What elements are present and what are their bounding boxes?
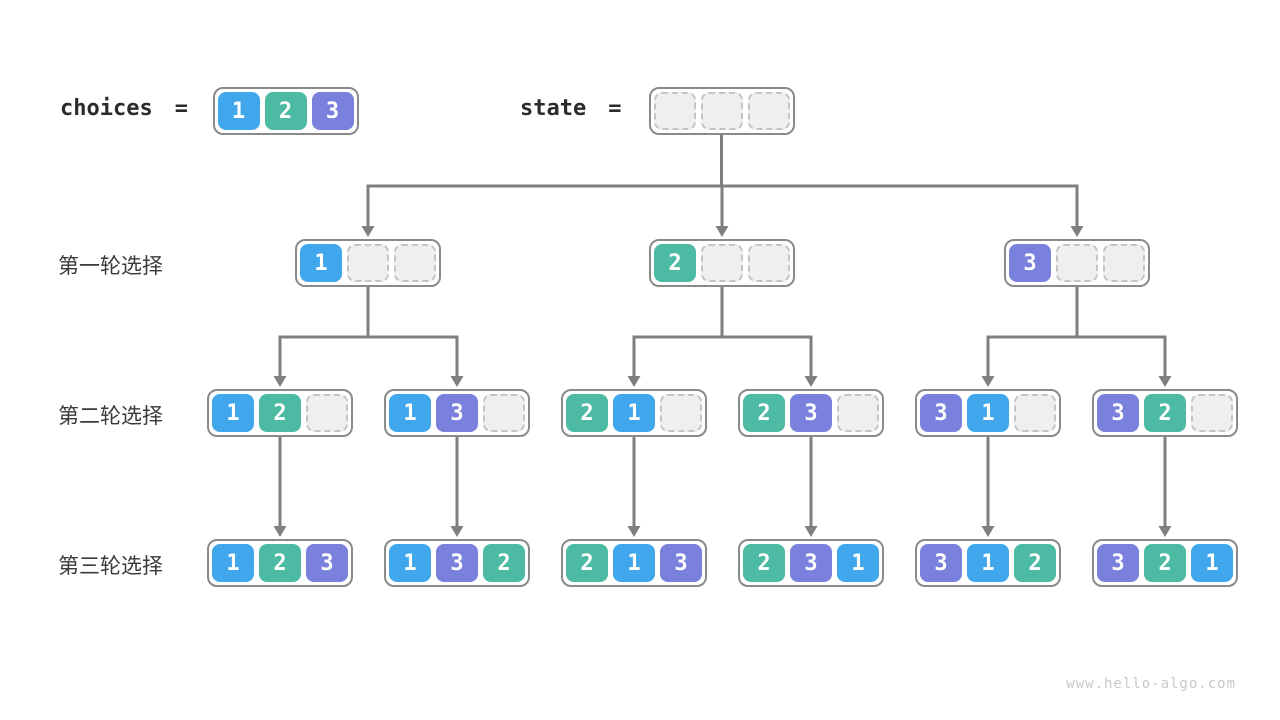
array-cell-3: 3 xyxy=(1097,544,1139,582)
array-cell-empty xyxy=(701,244,743,282)
arrowhead-icon xyxy=(981,376,995,387)
array-cell-1: 1 xyxy=(389,544,431,582)
site-watermark: www.hello-algo.com xyxy=(1066,676,1236,692)
round-1-label: 第一轮选择 xyxy=(58,255,163,278)
array-cell-2: 2 xyxy=(264,92,307,130)
choices-expression: choices = xyxy=(60,96,188,121)
array-cell-3: 3 xyxy=(1097,394,1139,432)
array-cell-empty xyxy=(748,244,790,282)
array-cell-2: 2 xyxy=(259,544,301,582)
array-cell-empty xyxy=(837,394,879,432)
array-cell-empty xyxy=(1056,244,1098,282)
arrowhead-icon xyxy=(450,526,464,537)
array-cell-2: 2 xyxy=(259,394,301,432)
array-cell-1: 1 xyxy=(613,394,655,432)
array-cell-empty xyxy=(660,394,702,432)
array-cell-empty xyxy=(1103,244,1145,282)
array-cell-1: 1 xyxy=(389,394,431,432)
arrowhead-icon xyxy=(273,526,287,537)
array-cell-3: 3 xyxy=(920,394,962,432)
array-cell-2: 2 xyxy=(743,544,785,582)
array-cell-1: 1 xyxy=(967,544,1009,582)
arrowhead-icon xyxy=(1158,376,1172,387)
array-cell-1: 1 xyxy=(212,544,254,582)
array-cell-2: 2 xyxy=(566,394,608,432)
array-cell-1: 1 xyxy=(967,394,1009,432)
array-cell-2: 2 xyxy=(1014,544,1056,582)
array-cell-empty xyxy=(1014,394,1056,432)
array-cell-empty xyxy=(483,394,525,432)
arrowhead-icon xyxy=(804,526,818,537)
array-cell-1: 1 xyxy=(217,92,260,130)
array-cell-3: 3 xyxy=(790,544,832,582)
array-cell-2: 2 xyxy=(743,394,785,432)
round-2-label: 第二轮选择 xyxy=(58,405,163,428)
array-cell-3: 3 xyxy=(311,92,354,130)
array-cell-2: 2 xyxy=(566,544,608,582)
state-node-round1-1: 1 xyxy=(295,239,441,287)
array-cell-1: 1 xyxy=(212,394,254,432)
state-equals-sign: = xyxy=(608,96,622,121)
state-expression: state = xyxy=(520,96,621,121)
array-cell-empty xyxy=(347,244,389,282)
state-keyword: state xyxy=(520,96,587,121)
arrowhead-icon xyxy=(1070,226,1084,237)
state-array xyxy=(648,87,795,135)
array-cell-2: 2 xyxy=(654,244,696,282)
arrowhead-icon xyxy=(627,526,641,537)
round-3-label: 第三轮选择 xyxy=(58,555,163,578)
arrowhead-icon xyxy=(450,376,464,387)
array-cell-3: 3 xyxy=(436,394,478,432)
array-cell-3: 3 xyxy=(920,544,962,582)
array-cell-2: 2 xyxy=(1144,544,1186,582)
arrowhead-icon xyxy=(273,376,287,387)
choices-keyword: choices xyxy=(60,96,153,121)
array-cell-3: 3 xyxy=(436,544,478,582)
array-cell-empty xyxy=(394,244,436,282)
array-cell-2: 2 xyxy=(483,544,525,582)
array-cell-1: 1 xyxy=(1191,544,1233,582)
array-cell-1: 1 xyxy=(837,544,879,582)
array-cell-empty xyxy=(1191,394,1233,432)
array-cell-empty xyxy=(306,394,348,432)
array-cell-1: 1 xyxy=(300,244,342,282)
array-cell-empty xyxy=(747,92,790,130)
arrowhead-icon xyxy=(981,526,995,537)
arrowhead-icon xyxy=(715,226,729,237)
array-cell-3: 3 xyxy=(660,544,702,582)
array-cell-empty xyxy=(700,92,743,130)
choices-equals-sign: = xyxy=(174,96,188,121)
arrowhead-icon xyxy=(1158,526,1172,537)
arrowhead-icon xyxy=(804,376,818,387)
state-node-round1-3: 3 xyxy=(1004,239,1150,287)
array-cell-3: 3 xyxy=(306,544,348,582)
arrowhead-icon xyxy=(361,226,375,237)
array-cell-1: 1 xyxy=(613,544,655,582)
array-cell-3: 3 xyxy=(1009,244,1051,282)
array-cell-2: 2 xyxy=(1144,394,1186,432)
arrowhead-icon xyxy=(627,376,641,387)
array-cell-empty xyxy=(653,92,696,130)
array-cell-3: 3 xyxy=(790,394,832,432)
state-node-round1-2: 2 xyxy=(649,239,795,287)
